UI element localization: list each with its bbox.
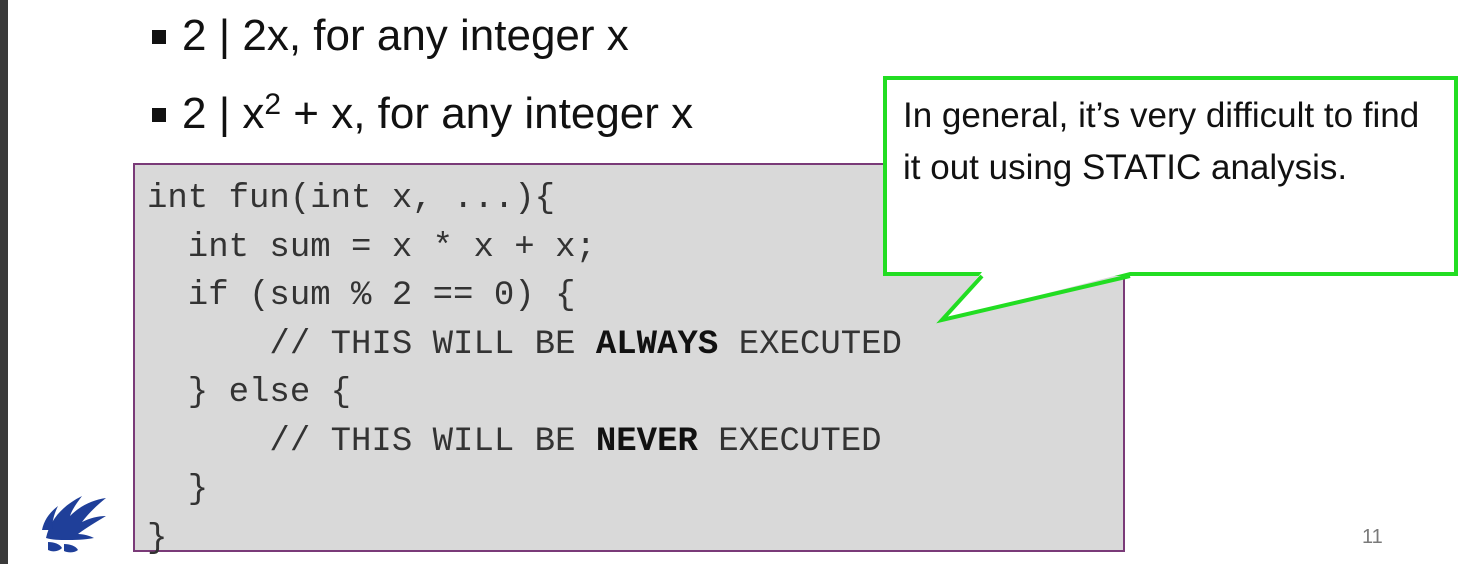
bullet-text-2-exponent: 2 (264, 88, 282, 121)
code-line-1: int fun(int x, ...){ (147, 180, 556, 218)
left-edge-bar (0, 0, 8, 564)
bullet-text-2-rest: + x, for any integer x (281, 89, 694, 138)
code-line-6-prefix: // THIS WILL BE (147, 422, 596, 461)
code-line-8: } (147, 519, 168, 558)
code-lines: int fun(int x, ...){ int sum = x * x + x… (147, 175, 902, 563)
page-number: 11 (1362, 526, 1383, 548)
code-line-5: } else { (147, 374, 352, 412)
code-line-4-prefix: // THIS WILL BE (147, 325, 596, 364)
code-line-4-keyword: ALWAYS (595, 325, 719, 364)
square-bullet-icon (152, 108, 166, 122)
bullet-text-1: 2 | 2x, for any integer x (182, 11, 629, 60)
square-bullet-icon (152, 30, 166, 44)
code-line-4-suffix: EXECUTED (718, 325, 902, 364)
code-line-6-keyword: NEVER (595, 422, 698, 461)
code-line-2: int sum = x * x + x; (147, 228, 596, 267)
bullet-item-1: 2 | 2x, for any integer x (152, 14, 629, 58)
griffin-logo-icon (42, 496, 106, 553)
code-line-7: } (147, 471, 209, 509)
code-line-3: if (sum % 2 == 0) { (147, 277, 576, 315)
code-line-6-suffix: EXECUTED (697, 422, 882, 461)
bullet-item-2: 2 | x2 + x, for any integer x (152, 89, 694, 138)
code-line-6: // THIS WILL BE NEVER EXECUTED (147, 422, 882, 461)
callout-text: In general, it’s very difficult to find … (903, 96, 1420, 187)
callout-box: In general, it’s very difficult to find … (883, 76, 1458, 276)
bullet-text-2-main: 2 | x (182, 89, 265, 138)
code-line-4: // THIS WILL BE ALWAYS EXECUTED (147, 326, 902, 364)
